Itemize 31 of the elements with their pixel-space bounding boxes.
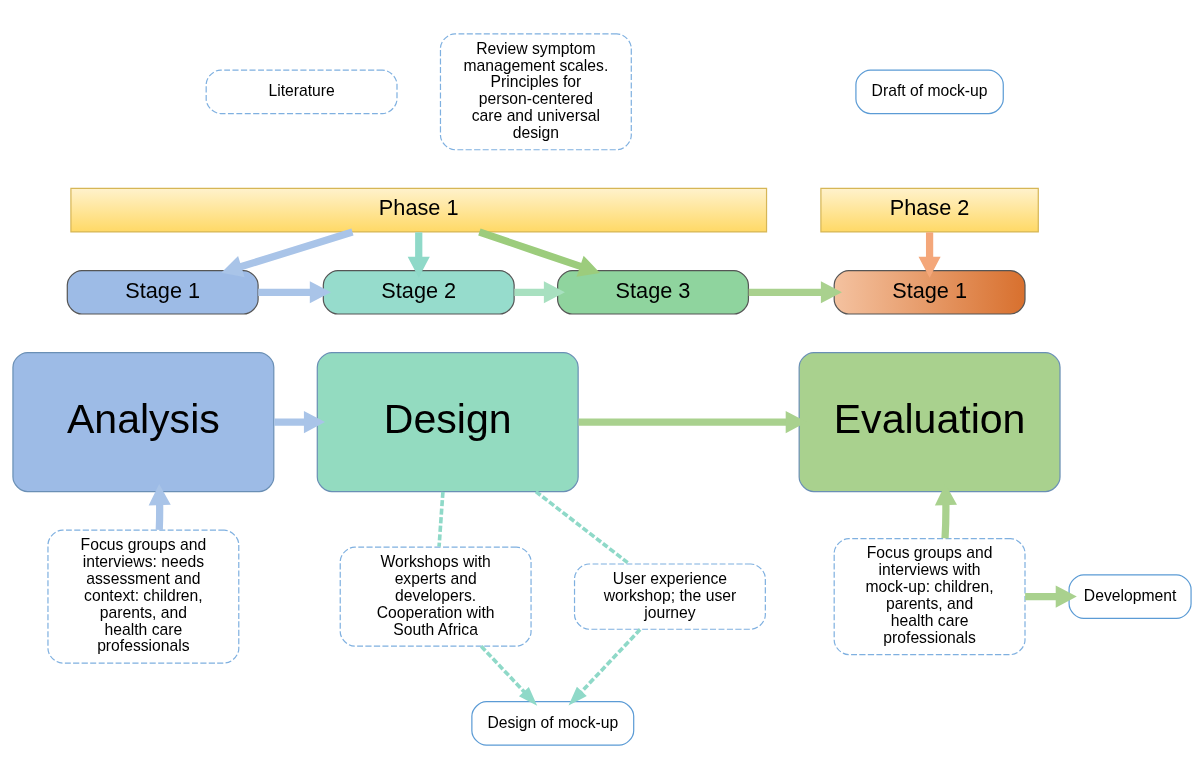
node-box: Phase 1 [70,187,768,232]
connector [437,491,445,547]
node-box: Evaluation [798,351,1061,492]
node-box: Literature [205,68,398,114]
node-box: Design of mock-up [471,700,635,746]
node-box: Focus groups and interviews with mock-up: children, parents, and health care professionals [833,537,1026,655]
node-box: Draft of mock-up [855,68,1004,114]
node-box: Stage 2 [322,269,515,315]
connector [534,489,631,565]
node-box: Development [1068,573,1192,619]
node-box: Stage 1 [66,269,259,315]
arrow [407,231,430,278]
node-box: Stage 1 [833,269,1026,315]
node-box: Phase 2 [820,187,1039,232]
arrow [221,228,354,277]
arrow [258,280,331,303]
node-box: Review symptom management scales. Principles for person-centered care and universal design [439,32,632,150]
arrow [479,644,538,706]
arrow [514,280,565,303]
arrow [748,280,842,303]
arrow [274,410,325,433]
arrow [918,231,941,278]
arrow [148,483,171,530]
node-box: Focus groups and interviews: needs assessment and context: children, parents, and health care professionals [47,529,240,664]
node-box: Workshops with experts and developers. Cooperation with South Africa [339,546,532,647]
arrow [478,228,601,277]
node-box: Stage 3 [557,269,750,315]
node-box: Analysis [12,351,275,492]
arrow [568,627,642,705]
node-box: User experience workshop; the user journey [573,562,766,630]
node-box: Design [316,351,579,492]
